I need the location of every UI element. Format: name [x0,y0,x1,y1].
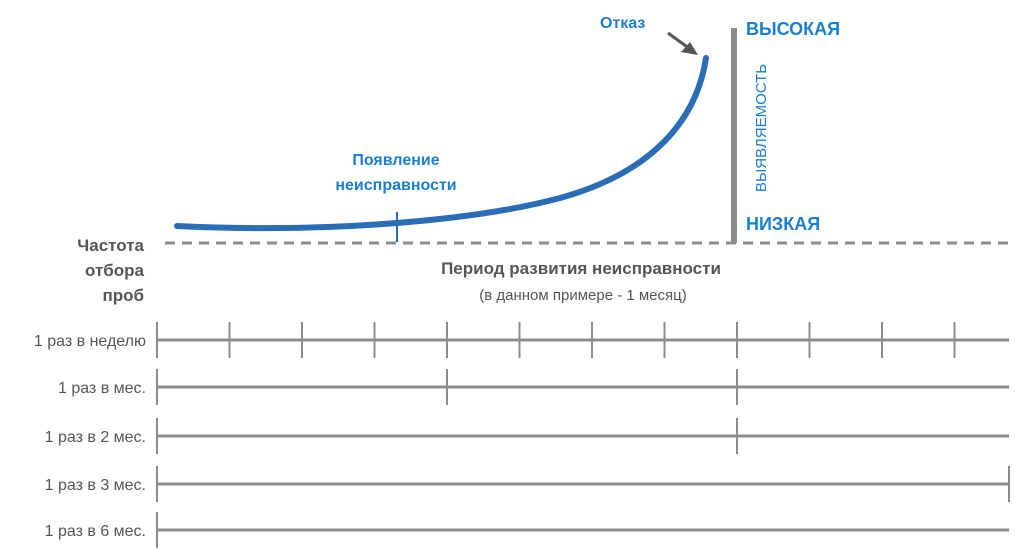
period-title: Период развития неисправности [441,259,721,278]
fault-development-curve [174,55,709,232]
sampling-timelines: 1 раз в неделю 1 раз в мес. 1 раз в 2 мес.… [34,322,1010,548]
sampling-frequency-label-line3: проб [102,286,144,305]
low-label: НИЗКАЯ [746,214,820,234]
failure-label: Отказ [600,15,645,32]
detectability-label: ВЫЯВЛЯЕМОСТЬ [753,64,770,192]
high-label: ВЫСОКАЯ [746,19,840,39]
sampling-frequency-label-line1: Частота [77,236,144,255]
timeline-label: 1 раз в 6 мес. [45,523,146,540]
timeline-label: 1 раз в мес. [58,380,146,397]
timeline-label: 1 раз в 3 мес. [45,477,146,494]
fault-appearance-label-line2: неисправности [335,177,456,194]
period-subtitle: (в данном примере - 1 месяц) [479,287,687,304]
timeline-label: 1 раз в 2 мес. [45,429,146,446]
timeline-label: 1 раз в неделю [34,333,146,350]
fault-appearance-label-line1: Появление [352,152,439,169]
failure-arrow-head [681,42,698,55]
sampling-frequency-label-line2: отбора [85,261,145,280]
